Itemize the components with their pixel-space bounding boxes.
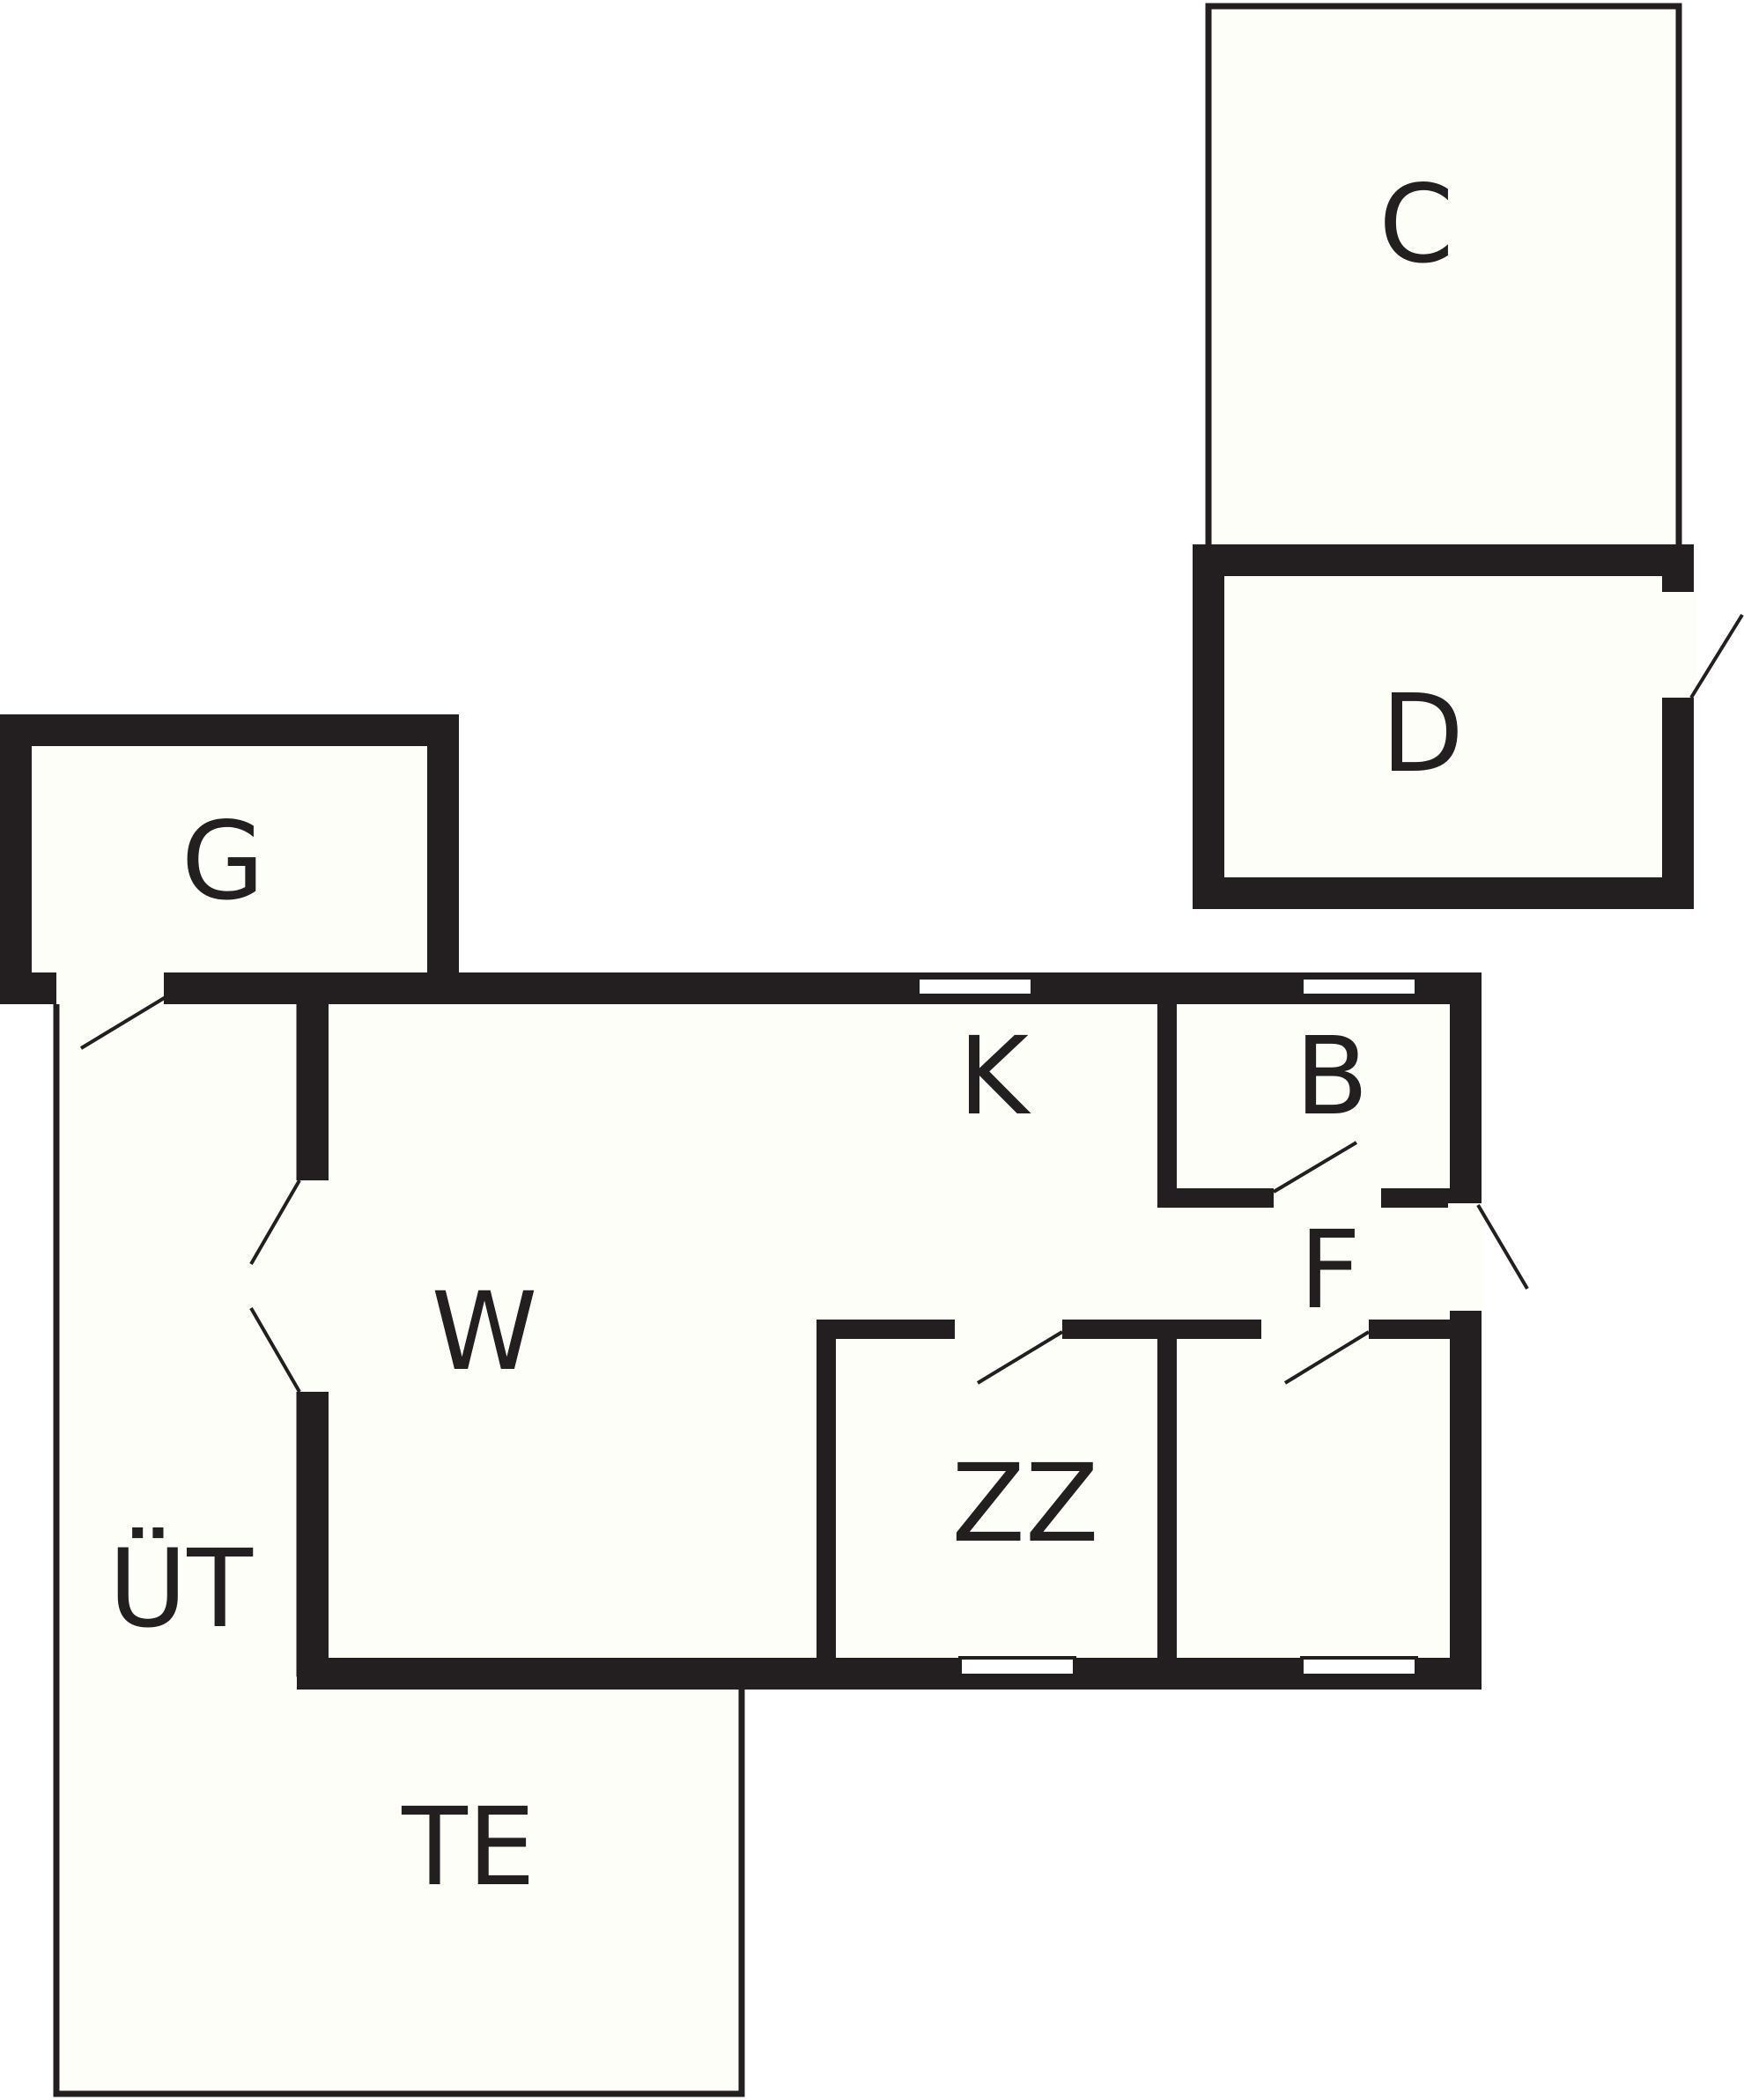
door-swing-w-lower bbox=[249, 1306, 301, 1394]
door-swing-right-room bbox=[1283, 1330, 1371, 1385]
door-opening-right-room bbox=[1261, 1316, 1369, 1342]
room-c-area bbox=[1205, 3, 1682, 552]
door-opening-d bbox=[1661, 592, 1696, 698]
door-opening-b bbox=[1274, 1185, 1381, 1211]
room-label-b: B bbox=[1295, 1014, 1369, 1139]
room-label-c: C bbox=[1378, 162, 1453, 287]
room-label-k: K bbox=[958, 1014, 1031, 1139]
door-opening-zz bbox=[955, 1316, 1062, 1342]
wall-zz-right bbox=[1157, 1320, 1177, 1674]
wall-zz-left bbox=[817, 1320, 836, 1674]
window-right-room bbox=[1300, 1656, 1418, 1677]
door-opening-w bbox=[294, 1180, 331, 1392]
wall-b-left bbox=[1157, 988, 1177, 1207]
door-swing-zz bbox=[976, 1330, 1064, 1385]
door-opening-g bbox=[56, 969, 164, 1004]
door-opening-f bbox=[1448, 1203, 1483, 1311]
door-swing-d bbox=[1689, 613, 1744, 699]
room-label-g: G bbox=[181, 799, 265, 924]
window-zz bbox=[958, 1656, 1076, 1677]
room-label-te: TE bbox=[401, 1785, 536, 1910]
door-swing-w-upper bbox=[249, 1179, 301, 1266]
room-label-ut: ÜT bbox=[108, 1527, 253, 1652]
room-d-area bbox=[1193, 544, 1694, 909]
window-b bbox=[1300, 976, 1418, 997]
room-label-w: W bbox=[432, 1269, 538, 1394]
room-label-zz: ZZ bbox=[951, 1441, 1098, 1566]
door-swing-f bbox=[1476, 1203, 1529, 1290]
room-label-d: D bbox=[1381, 671, 1464, 796]
room-label-f: F bbox=[1299, 1208, 1361, 1333]
door-swing-b bbox=[1272, 1141, 1358, 1194]
door-swing-g bbox=[79, 995, 167, 1050]
room-g-area bbox=[0, 714, 459, 1004]
window-k bbox=[916, 976, 1034, 997]
